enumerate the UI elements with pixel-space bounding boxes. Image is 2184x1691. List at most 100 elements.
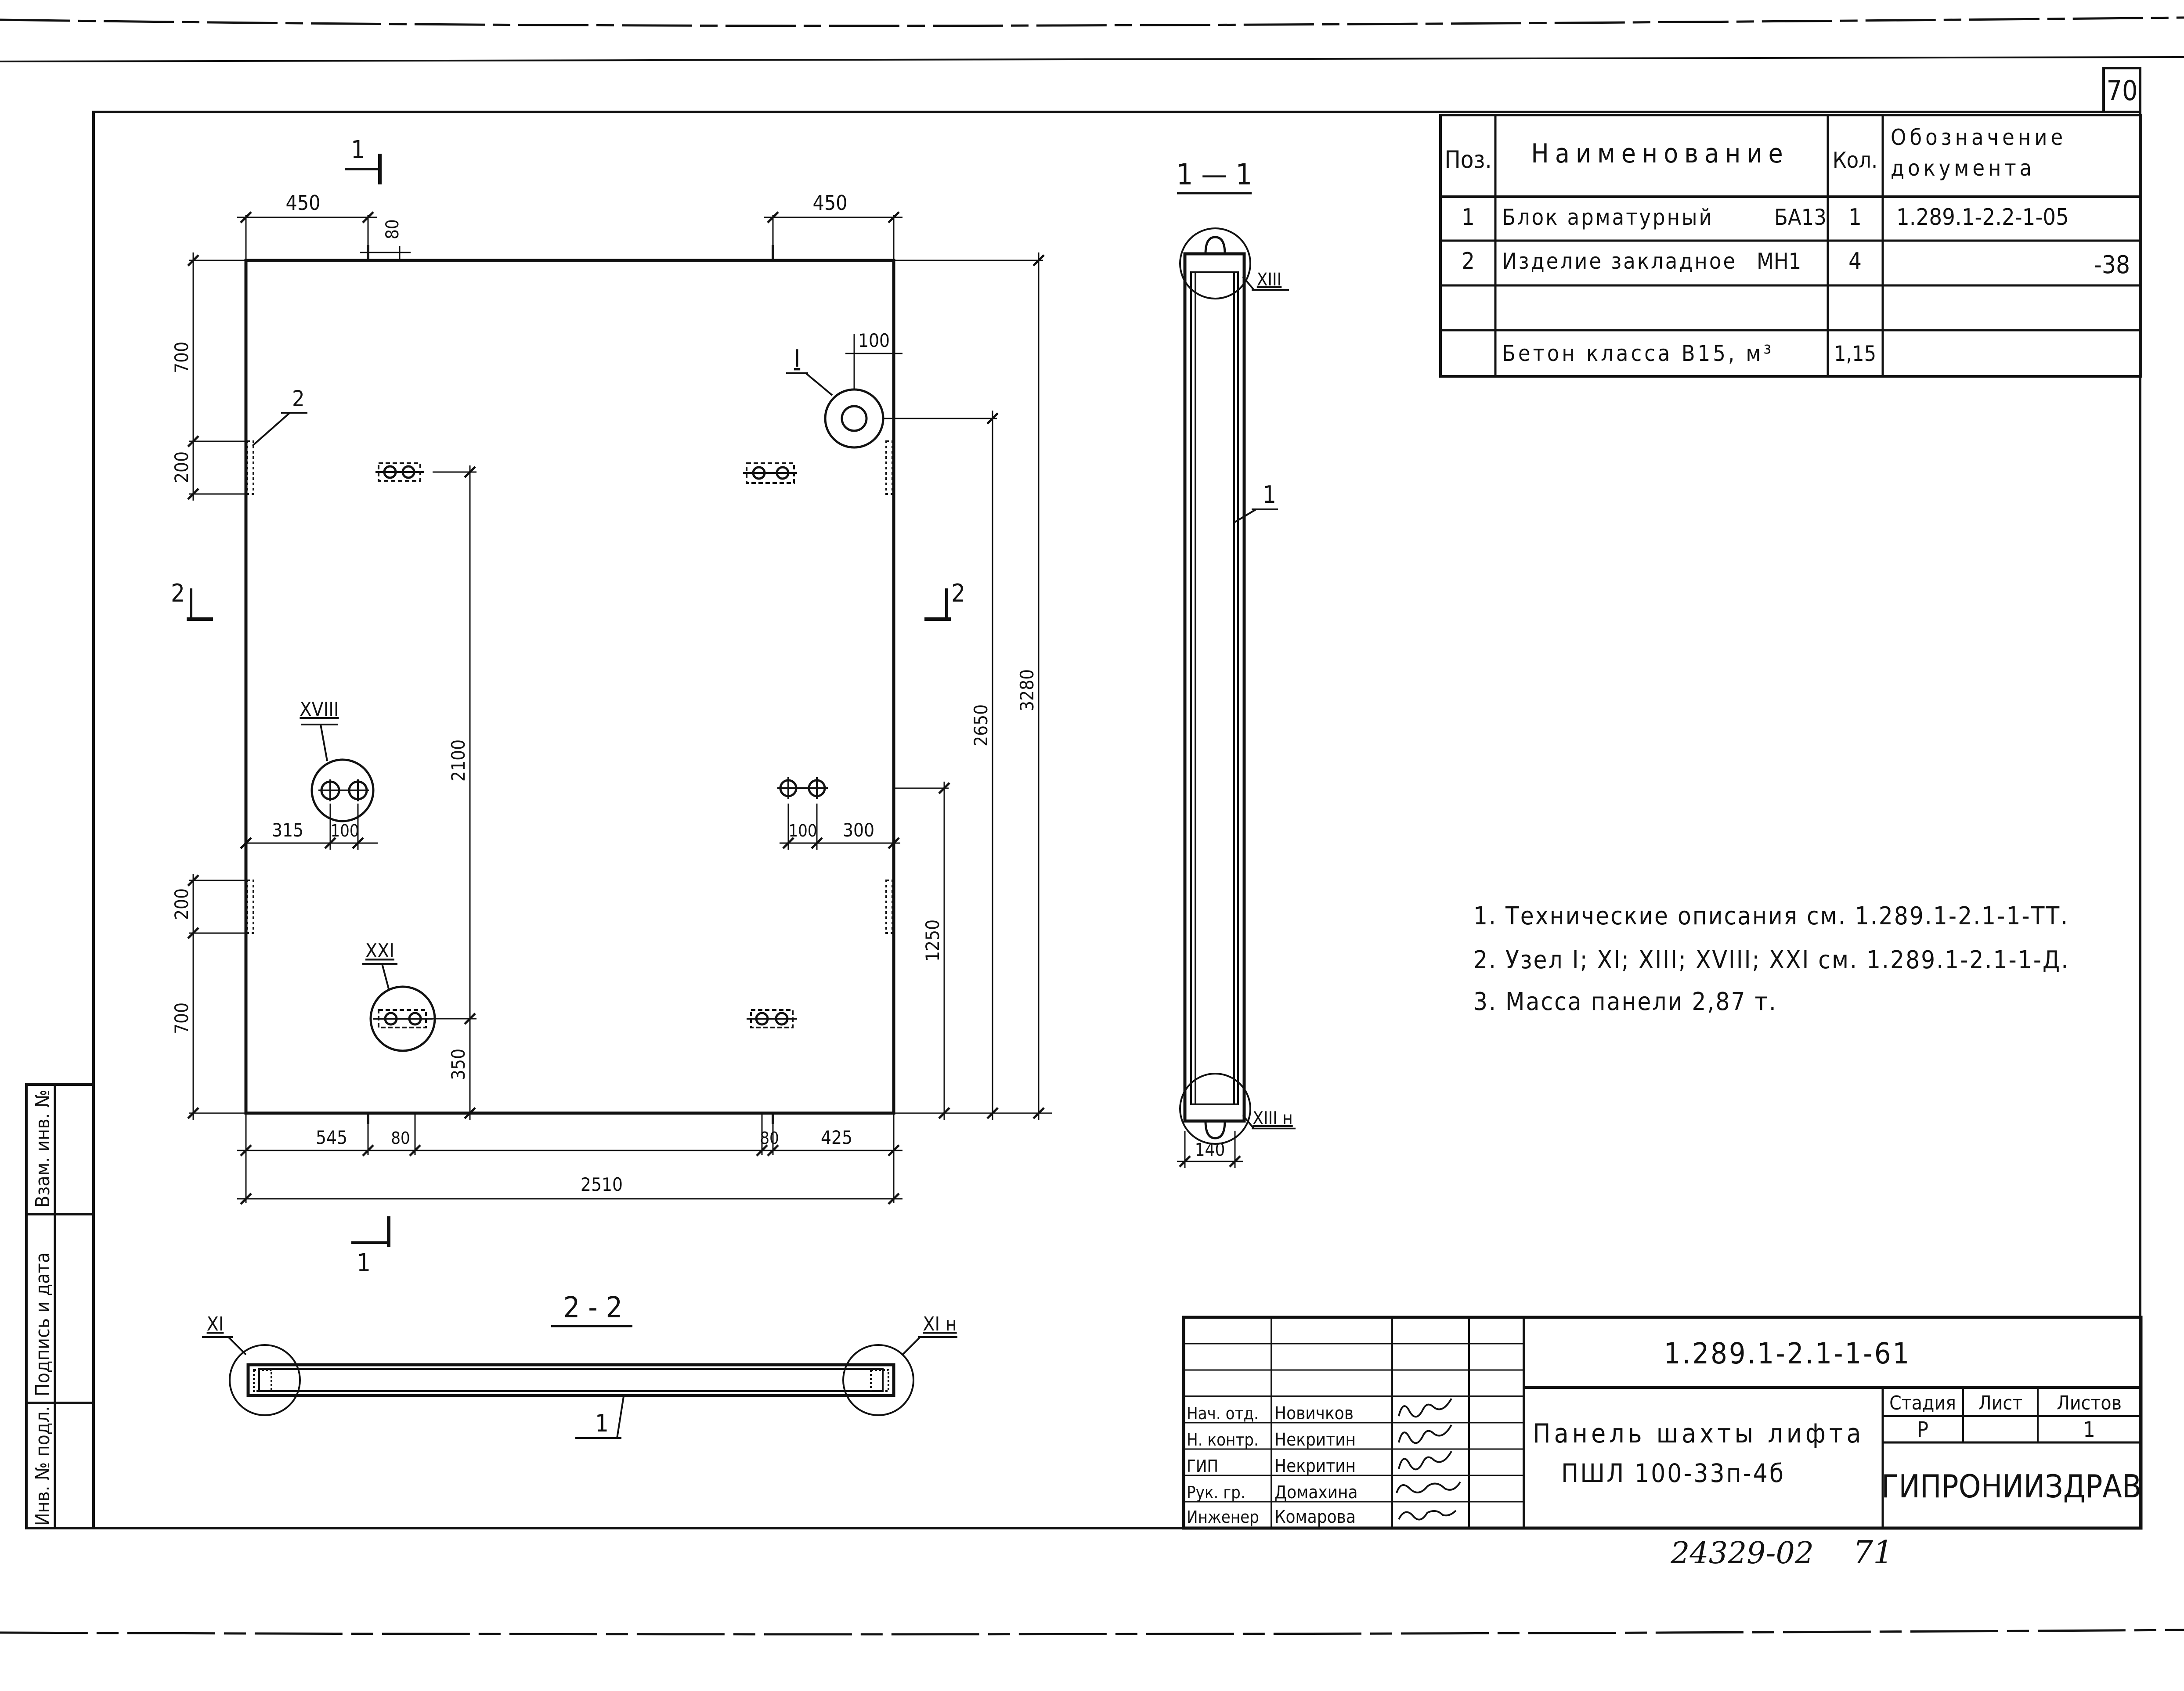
dim-left-200-top: 200: [171, 451, 192, 483]
side-strip-cell-3: Инв. № подл.: [32, 1406, 54, 1526]
spec-row-1-qty: 1: [1848, 204, 1862, 231]
section-1-1-body: [1183, 252, 1246, 1123]
dim-top-450-right: 450: [813, 191, 848, 215]
spec-row-4-name: Бетон класса В15, м³: [1502, 341, 1774, 366]
spec-header-qty: Кол.: [1833, 148, 1878, 173]
dim-bot-425: 425: [821, 1127, 852, 1148]
svg-text:1: 1: [357, 1249, 371, 1277]
panel-outline: [244, 259, 895, 1115]
dim-left-200-bot: 200: [171, 888, 192, 920]
stamp-role-4: Рук. гр.: [1187, 1483, 1245, 1502]
handwritten-page: 71: [1853, 1534, 1893, 1571]
spec-row-2-qty: 4: [1848, 248, 1862, 274]
dim-left-700-bot: 700: [171, 1002, 192, 1034]
note-2: 2. Узел I; XI; XIII; XVIII; XXI см. 1.28…: [1473, 946, 2069, 974]
section-mark-2-left: 2: [171, 579, 213, 621]
node-XIII-n-circle: [1179, 1073, 1251, 1145]
spec-header-name: Наименование: [1531, 138, 1789, 169]
section-1-1: 1 — 1 XIII XIII н 1 140: [1177, 158, 1296, 1168]
dim-mid-100-right: 100: [788, 821, 817, 840]
section-mark-1-top: 1: [345, 136, 382, 184]
stamp-name-5: Комарова: [1274, 1507, 1356, 1527]
panel-plan: I XVIII XXI 2: [171, 136, 1052, 1277]
dim-mid-100-left: 100: [330, 821, 359, 840]
section-1-1-title: 1 — 1: [1177, 158, 1253, 191]
dim-top-450-left: 450: [286, 191, 321, 215]
signature-marks: [1396, 1398, 1461, 1521]
section-mark-1-bottom: 1: [351, 1216, 390, 1277]
dim-inner-350: 350: [448, 1049, 469, 1080]
stamp-sheets-value: 1: [2083, 1417, 2095, 1442]
spec-row-1-doc: 1.289.1-2.2-1-05: [1896, 204, 2069, 231]
archive-number: 24329-02: [1670, 1536, 1814, 1571]
title-block: 1.289.1-2.1-1-61 Панель шахты лифта ПШЛ …: [1182, 1316, 2143, 1530]
node-XI-circle: [229, 1344, 301, 1416]
spec-table: Поз. Наименование Кол. Обозначение докум…: [1439, 114, 2142, 378]
spec-row-1-mark: БА13: [1774, 205, 1827, 230]
dim-top-80: 80: [383, 219, 403, 239]
node-XVIII-label: XVIII: [300, 698, 339, 721]
stamp-organization: ГИПРОНИИЗДРАВ: [1881, 1468, 2141, 1505]
stamp-sheets-header: Листов: [2057, 1392, 2122, 1414]
section-mark-2-right: 2: [924, 579, 965, 621]
node-XI-n-label: XI н: [923, 1313, 957, 1335]
sheet-number-box: [2102, 67, 2141, 113]
fixture-top-left: [375, 462, 424, 482]
stamp-stage-header: Стадия: [1889, 1392, 1956, 1414]
node-XIII-label: XIII: [1257, 270, 1282, 290]
dim-right-2650: 2650: [970, 704, 992, 746]
node-I-label: I: [794, 345, 800, 372]
stamp-name-1: Новичков: [1274, 1403, 1354, 1424]
embedded-plates: [246, 440, 893, 934]
stamp-role-5: Инженер: [1187, 1507, 1259, 1527]
node-XXI-callout: XXI: [362, 940, 436, 1052]
spec-header-doc-2: документа: [1891, 155, 2035, 181]
svg-text:2: 2: [171, 579, 185, 608]
stamp-title-2: ПШЛ 100-33п-4б: [1561, 1458, 1785, 1488]
fixture-bottom-right: [747, 1009, 797, 1028]
dim-inner-2100: 2100: [448, 739, 469, 782]
stamp-name-4: Домахина: [1274, 1482, 1358, 1503]
note-3: 3. Масса панели 2,87 т.: [1473, 988, 1777, 1016]
spec-row-4-qty: 1,15: [1834, 342, 1876, 366]
stamp-name-3: Некритин: [1274, 1456, 1356, 1476]
dim-mid-315: 315: [272, 819, 303, 841]
section-2-2: 2 - 2 XI XI н 1: [202, 1291, 957, 1439]
dim-right-3280: 3280: [1016, 669, 1038, 711]
stamp-title-1: Панель шахты лифта: [1533, 1418, 1865, 1449]
stamp-stage-value: Р: [1917, 1417, 1928, 1442]
dim-bot-80-left: 80: [391, 1129, 410, 1148]
scan-edge-top-2: [0, 56, 2184, 62]
side-strip-cell-2: Подпись и дата: [32, 1252, 54, 1396]
node-XXI-label: XXI: [365, 940, 394, 962]
sheet-number: 70: [2107, 75, 2138, 107]
section-2-2-body: [246, 1363, 895, 1397]
section-2-2-item-1: 1: [595, 1410, 609, 1437]
dim-bot-2510: 2510: [581, 1174, 623, 1195]
stamp-role-1: Нач. отд.: [1187, 1404, 1259, 1423]
stamp-doc-code: 1.289.1-2.1-1-61: [1664, 1337, 1911, 1370]
side-strip: Взам. инв. № Подпись и дата Инв. № подл.: [25, 1083, 95, 1529]
dim-left-700-top: 700: [171, 342, 192, 373]
stamp-name-2: Некритин: [1274, 1430, 1356, 1450]
scan-edge-bottom: [0, 1629, 2184, 1636]
node-XI-label: XI: [207, 1313, 224, 1335]
spec-row-2-doc: -38: [2094, 251, 2130, 279]
section-2-2-title: 2 - 2: [563, 1291, 623, 1324]
note-1: 1. Технические описания см. 1.289.1-2.1-…: [1473, 902, 2069, 930]
scan-edge-top: [0, 16, 2184, 27]
dim-bot-80-right: 80: [760, 1129, 779, 1148]
notes: 1. Технические описания см. 1.289.1-2.1-…: [1473, 902, 2069, 1016]
spec-row-1-pos: 1: [1462, 204, 1475, 231]
spec-row-2-name: Изделие закладное: [1502, 249, 1737, 274]
dim-node-100: 100: [858, 330, 890, 351]
dim-mid-300: 300: [843, 819, 874, 841]
section-1-1-dim-140: 140: [1195, 1140, 1225, 1160]
svg-text:1: 1: [351, 136, 365, 164]
sheet-frame: [92, 111, 2141, 1529]
spec-row-1-name: Блок арматурный: [1502, 205, 1714, 230]
spec-header-pos: Поз.: [1444, 146, 1492, 173]
stamp-role-2: Н. контр.: [1187, 1430, 1259, 1449]
spec-header-doc-1: Обозначение: [1891, 125, 2066, 150]
